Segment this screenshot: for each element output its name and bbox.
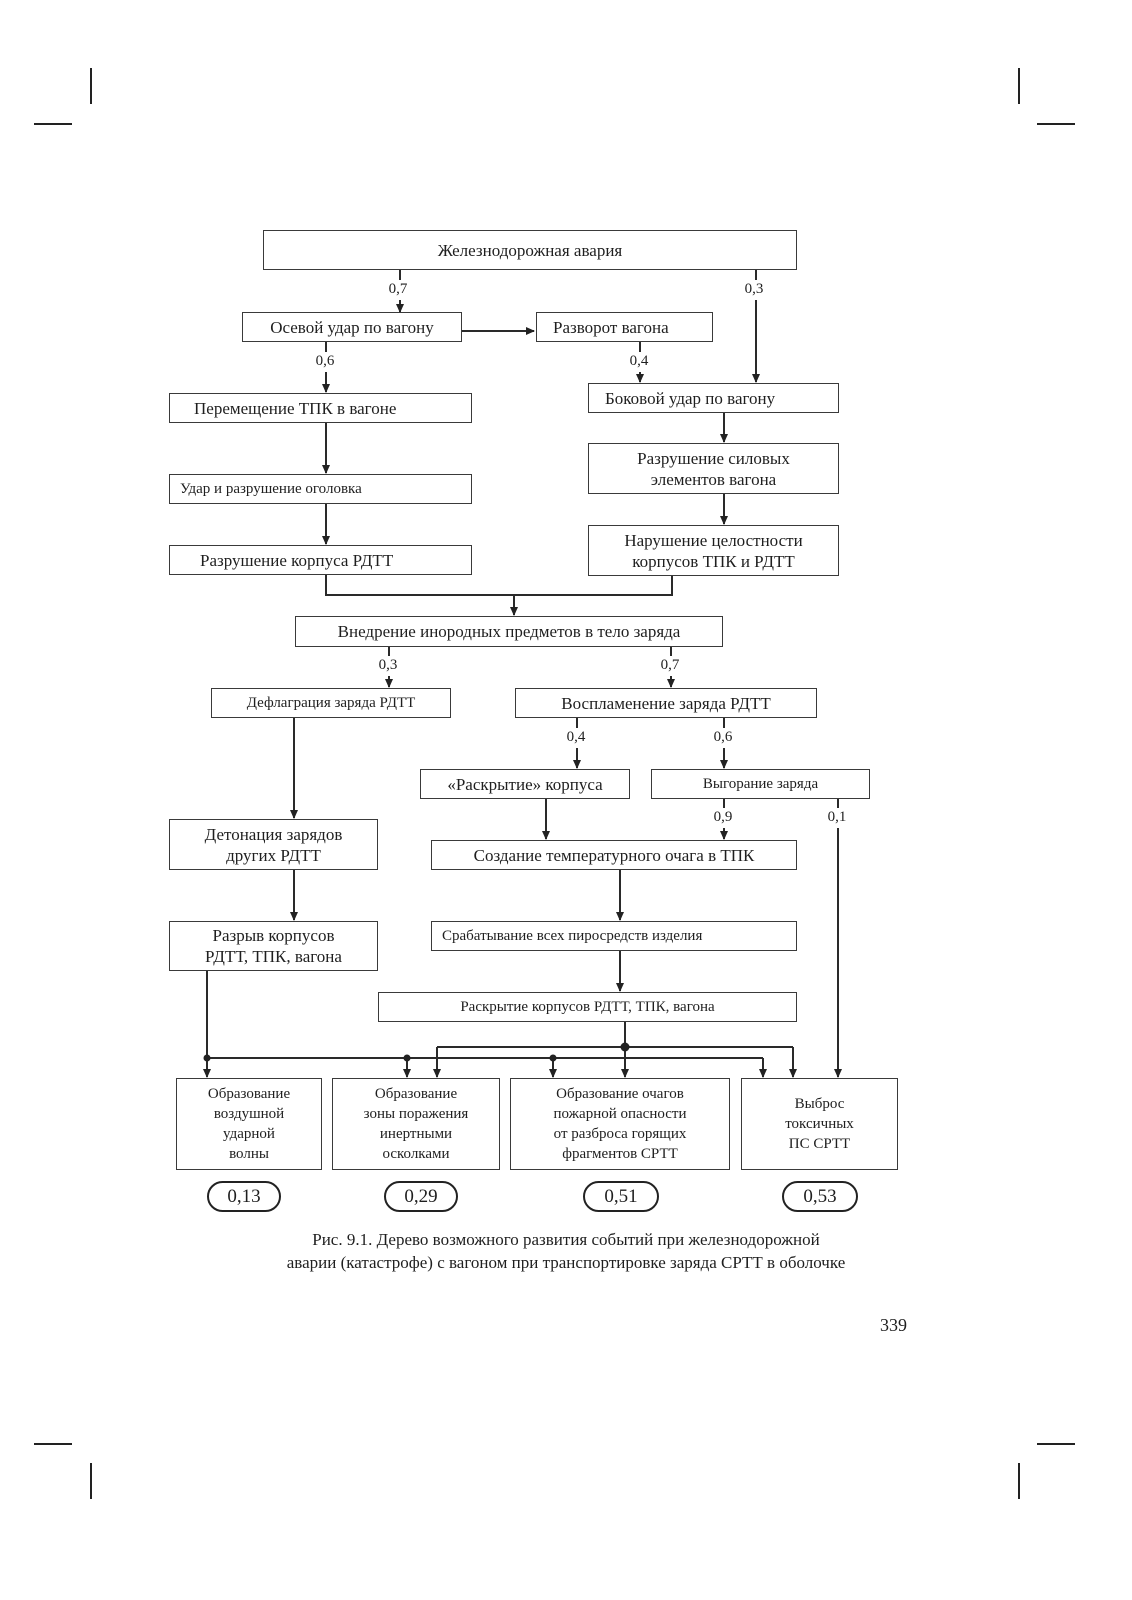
crop-mark bbox=[1037, 123, 1075, 125]
crop-mark bbox=[1018, 1463, 1020, 1499]
node-fragment-zone: Образование зоны поражения инертными оск… bbox=[332, 1078, 500, 1170]
node-foreign-objects: Внедрение инородных предметов в тело зар… bbox=[295, 616, 723, 647]
figure-caption-line-2: аварии (катастрофе) с вагоном при трансп… bbox=[286, 1253, 846, 1272]
crop-mark bbox=[34, 1443, 72, 1445]
result-value: 0,29 bbox=[384, 1181, 458, 1212]
crop-mark bbox=[90, 68, 92, 104]
node-detonation: Детонация зарядов других РДТТ bbox=[169, 819, 378, 870]
probability-label: 0,7 bbox=[660, 657, 680, 673]
result-value: 0,51 bbox=[583, 1181, 659, 1212]
node-railway-accident: Железнодорожная авария bbox=[263, 230, 797, 270]
probability-label: 0,6 bbox=[315, 353, 335, 369]
node-rdtt-case-destruction: Разрушение корпуса РДТТ bbox=[169, 545, 472, 575]
node-integrity-violation: Нарушение целостности корпусов ТПК и РДТ… bbox=[588, 525, 839, 576]
probability-label: 0,3 bbox=[378, 657, 398, 673]
result-value: 0,13 bbox=[207, 1181, 281, 1212]
node-deflagration: Дефлаграция заряда РДТТ bbox=[211, 688, 451, 718]
probability-label: 0,7 bbox=[388, 281, 408, 297]
crop-mark bbox=[1037, 1443, 1075, 1445]
page-number: 339 bbox=[880, 1315, 907, 1335]
probability-label: 0,4 bbox=[629, 353, 649, 369]
probability-label: 0,4 bbox=[566, 729, 586, 745]
node-pyro-activation: Срабатывание всех пиросредств изделия bbox=[431, 921, 797, 951]
probability-label: 0,6 bbox=[713, 729, 733, 745]
node-wagon-turn: Разворот вагона bbox=[536, 312, 713, 342]
crop-mark bbox=[1018, 68, 1020, 104]
figure-caption-line-1: Рис. 9.1. Дерево возможного развития соб… bbox=[312, 1230, 820, 1249]
node-air-shock-wave: Образование воздушной ударной волны bbox=[176, 1078, 322, 1170]
node-wagon-elements-destruction: Разрушение силовых элементов вагона bbox=[588, 443, 839, 494]
node-temperature-focus: Создание температурного очага в ТПК bbox=[431, 840, 797, 870]
crop-mark bbox=[34, 123, 72, 125]
node-ignition: Воспламенение заряда РДТТ bbox=[515, 688, 817, 718]
crop-mark bbox=[90, 1463, 92, 1499]
probability-label: 0,1 bbox=[827, 809, 847, 825]
node-tpk-movement: Перемещение ТПК в вагоне bbox=[169, 393, 472, 423]
node-case-rupture: Разрыв корпусов РДТТ, ТПК, вагона bbox=[169, 921, 378, 971]
node-fire-hazard: Образование очагов пожарной опасности от… bbox=[510, 1078, 730, 1170]
node-cases-opening: Раскрытие корпусов РДТТ, ТПК, вагона bbox=[378, 992, 797, 1022]
node-axial-impact: Осевой удар по вагону bbox=[242, 312, 462, 342]
node-side-impact: Боковой удар по вагону bbox=[588, 383, 839, 413]
probability-label: 0,3 bbox=[744, 281, 764, 297]
result-value: 0,53 bbox=[782, 1181, 858, 1212]
node-head-destruction: Удар и разрушение оголовка bbox=[169, 474, 472, 504]
node-charge-burnout: Выгорание заряда bbox=[651, 769, 870, 799]
probability-label: 0,9 bbox=[713, 809, 733, 825]
node-case-opening: «Раскрытие» корпуса bbox=[420, 769, 630, 799]
node-toxic-release: Выброс токсичных ПС СРТТ bbox=[741, 1078, 898, 1170]
